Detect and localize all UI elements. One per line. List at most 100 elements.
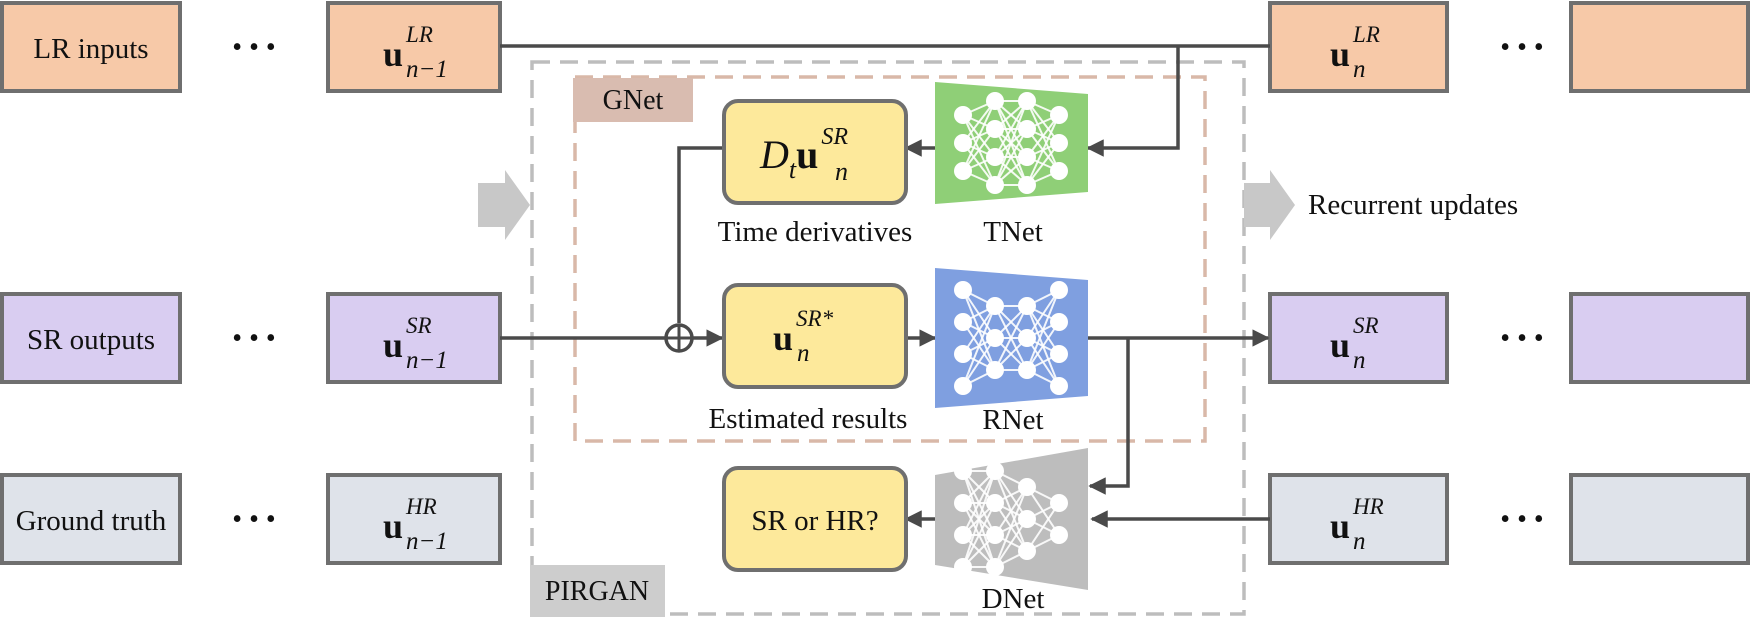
lr-inputs-box	[0, 1, 182, 93]
network-node	[1050, 345, 1068, 363]
network-node	[986, 297, 1004, 315]
network-edge	[1026, 321, 1060, 371]
network-edge	[962, 100, 996, 172]
network-node	[954, 106, 972, 124]
network-edge	[1026, 289, 1060, 371]
network-node	[954, 462, 972, 480]
network-node	[1050, 134, 1068, 152]
estimated-result-box	[722, 283, 908, 389]
ground-truth-label: Ground truth	[16, 505, 167, 537]
network-node	[954, 558, 972, 576]
deriv-to-plus-wire	[677, 146, 724, 323]
network-node	[954, 134, 972, 152]
gnet-label: GNet	[603, 85, 664, 116]
network-node	[1050, 162, 1068, 180]
network-edge	[962, 305, 996, 387]
network-node	[986, 494, 1004, 512]
sr-next-box	[1268, 292, 1449, 384]
network-node	[954, 162, 972, 180]
time-derivatives-caption: Time derivatives	[718, 216, 913, 248]
network-node	[1050, 106, 1068, 124]
discriminator-question: SR or HR?	[751, 505, 878, 537]
network-node	[954, 313, 972, 331]
network-node	[1018, 510, 1036, 528]
network-edge	[1026, 114, 1060, 186]
sr-ellipsis-left: • • •	[232, 323, 275, 354]
network-node	[986, 462, 1004, 480]
lr-prev-box	[326, 1, 502, 93]
network-node	[986, 92, 1004, 110]
sr-outputs-box	[0, 292, 182, 384]
discriminator-output-box	[722, 466, 908, 572]
sr-ellipsis-right: • • •	[1500, 323, 1543, 354]
hr-ellipsis-right: • • •	[1500, 504, 1543, 535]
network-node	[1018, 297, 1036, 315]
hr-ellipsis-left: • • •	[232, 504, 275, 535]
network-node	[1018, 329, 1036, 347]
network-node	[986, 148, 1004, 166]
network-node	[1050, 526, 1068, 544]
lr-next-box	[1268, 1, 1449, 93]
recurrent-arrow-left-icon	[478, 170, 530, 240]
network-node	[954, 526, 972, 544]
rnet-network-icon	[935, 268, 1088, 408]
lr-future-box	[1569, 1, 1750, 93]
rnet-to-dnet-wire	[1088, 338, 1130, 495]
pirgan-label: PIRGAN	[545, 576, 649, 607]
network-node	[954, 377, 972, 395]
network-edge	[962, 470, 996, 568]
network-edge	[962, 470, 996, 536]
dnet-label: DNet	[982, 583, 1045, 615]
network-node	[1050, 313, 1068, 331]
network-edge	[1026, 289, 1060, 339]
hr-next-box	[1268, 473, 1449, 565]
ground-truth-box	[0, 473, 182, 565]
network-node	[1018, 92, 1036, 110]
estimated-results-caption: Estimated results	[709, 403, 908, 435]
sum-junction-icon	[664, 323, 694, 353]
network-edge	[994, 128, 1028, 186]
hr-prev-box	[326, 473, 502, 565]
recurrent-updates-label: Recurrent updates	[1308, 189, 1518, 221]
network-node	[1018, 361, 1036, 379]
network-edge	[994, 518, 1028, 568]
time-derivative-box	[722, 99, 908, 205]
hr-future-box	[1569, 473, 1750, 565]
network-node	[1050, 494, 1068, 512]
network-node	[986, 361, 1004, 379]
network-node	[986, 176, 1004, 194]
lr-ellipsis-right: • • •	[1500, 32, 1543, 63]
network-node	[1018, 148, 1036, 166]
sr-future-box	[1569, 292, 1750, 384]
network-node	[986, 329, 1004, 347]
network-edge	[994, 486, 1028, 536]
tnet-label: TNet	[983, 216, 1043, 248]
recurrent-arrow-right-icon	[1244, 170, 1295, 240]
network-node	[986, 558, 1004, 576]
network-node	[1018, 478, 1036, 496]
gnet-frame	[573, 75, 1207, 443]
network-node	[954, 345, 972, 363]
network-node	[986, 120, 1004, 138]
network-edge	[1026, 502, 1060, 552]
tnet-network-icon	[935, 82, 1088, 204]
lr-ellipsis-left: • • •	[232, 32, 275, 63]
pirgan-tag	[530, 565, 665, 617]
gnet-tag	[573, 78, 693, 122]
network-node	[1018, 542, 1036, 560]
network-edge	[962, 502, 996, 568]
network-node	[954, 494, 972, 512]
network-node	[1018, 176, 1036, 194]
network-edge	[962, 337, 996, 387]
network-node	[1050, 281, 1068, 299]
network-edge	[994, 486, 1028, 568]
network-node	[1050, 377, 1068, 395]
